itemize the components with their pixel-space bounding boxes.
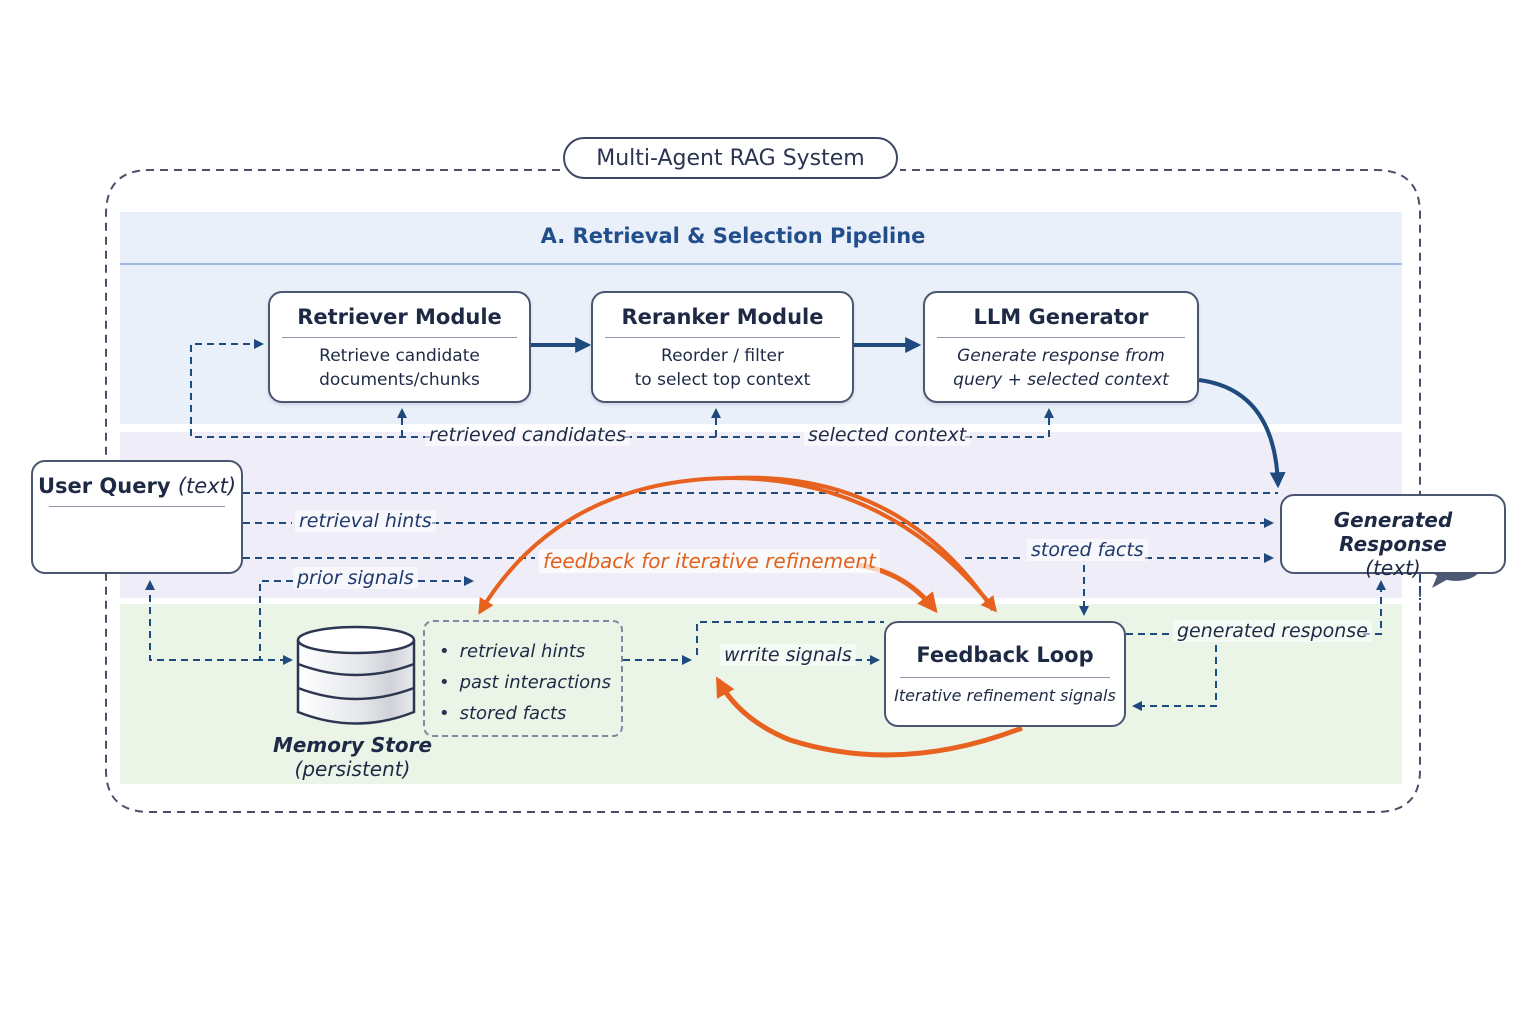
reranker-desc-2: to select top context — [634, 370, 811, 390]
reranker-title: Reranker Module — [621, 305, 824, 329]
feedback-title: Feedback Loop — [916, 643, 1094, 667]
llm-generator-module[interactable]: LLM Generator Generate response from que… — [923, 291, 1199, 403]
divider — [49, 506, 225, 507]
divider — [605, 337, 840, 338]
llm-desc-2: query + selected context — [953, 370, 1169, 390]
user-query-suffix: (text) — [177, 474, 237, 498]
memory-store-subtitle: (persistent) — [294, 757, 411, 781]
memory-item: retrieval hints — [439, 636, 621, 667]
memory-item: past interactions — [439, 667, 621, 698]
generated-response-title: Generated Response — [1333, 508, 1453, 556]
dashed-prior-signals — [259, 580, 293, 665]
retriever-desc-1: Retrieve candidate — [319, 346, 480, 366]
divider — [900, 677, 1110, 678]
dashed-write-to-feedback — [696, 621, 884, 655]
memory-store-label: Memory Store (persistent) — [270, 733, 435, 781]
retriever-title: Retriever Module — [297, 305, 502, 329]
retriever-desc-2: documents/chunks — [319, 370, 480, 390]
feedback-loop-module[interactable]: Feedback Loop Iterative refinement signa… — [884, 621, 1126, 727]
divider — [282, 337, 517, 338]
system-title: Multi-Agent RAG System — [563, 137, 898, 179]
section-divider — [120, 263, 1402, 265]
label-retrieval-hints: retrieval hints — [295, 510, 436, 532]
label-generated-response: generated response — [1173, 620, 1372, 642]
memory-item: stored facts — [439, 698, 621, 729]
reranker-module[interactable]: Reranker Module Reorder / filter to sele… — [591, 291, 854, 403]
llm-desc-1: Generate response from — [957, 346, 1165, 366]
feedback-desc: Iterative refinement signals — [894, 686, 1116, 705]
label-selected-context: selected context — [804, 424, 971, 446]
feedback-bottom-arc — [715, 676, 1023, 758]
label-prior-signals: prior signals — [293, 567, 418, 589]
system-boundary — [105, 169, 1421, 813]
section-title-retrieval: A. Retrieval & Selection Pipeline — [540, 224, 926, 248]
label-retrieved-candidates: retrieved candidates — [425, 424, 630, 446]
label-write-signals: wrrite signals — [720, 644, 856, 666]
label-stored-facts: stored facts — [1027, 539, 1148, 561]
generated-response-node[interactable]: Generated Response (text) — [1280, 494, 1506, 580]
llm-title: LLM Generator — [973, 305, 1149, 329]
user-query-title: User Query (text) — [37, 474, 237, 498]
dashed-query-memory-link — [145, 580, 260, 661]
feedback-arc-large-right — [729, 476, 997, 613]
label-feedback-refinement: feedback for iterative refinement — [539, 549, 880, 573]
reranker-desc-1: Reorder / filter — [661, 346, 784, 366]
user-query-node[interactable]: User Query (text) — [31, 460, 243, 574]
generated-response-subtitle: (text) — [1365, 556, 1421, 580]
dashed-context-line — [965, 408, 1054, 438]
memory-store-title: Memory Store — [272, 733, 433, 757]
database-icon — [296, 625, 416, 725]
arrow-llm-to-response — [1198, 378, 1286, 489]
divider — [937, 337, 1185, 338]
retriever-module[interactable]: Retriever Module Retrieve candidate docu… — [268, 291, 531, 403]
memory-contents: retrieval hints past interactions stored… — [423, 620, 623, 737]
dashed-gen-response-back — [1132, 645, 1217, 711]
